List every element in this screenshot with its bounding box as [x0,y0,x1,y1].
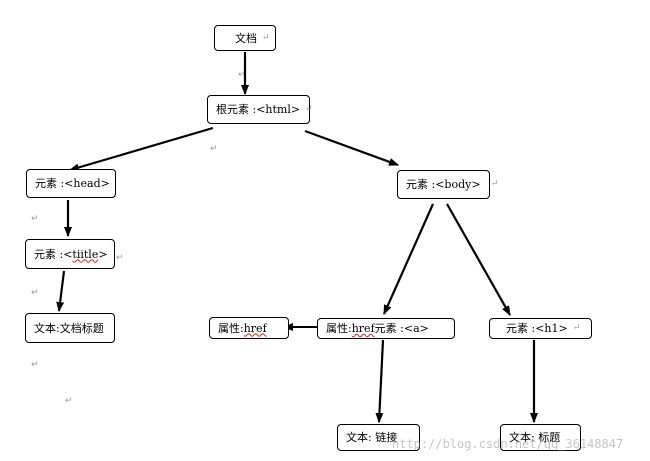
node-attr-href: 属性: href [209,317,289,339]
node-document-title-text: 文本:文档标题 [25,313,115,343]
node-heading-text-label: 文本: 标题 [509,431,561,444]
node-body-label: 元素 :<body> [406,178,481,191]
paragraph-mark: ↵ [305,104,313,114]
paragraph-mark: ↵ [572,323,581,333]
node-title-tag: tiitle [72,247,99,261]
node-attr-href-name: href [243,321,267,335]
node-title-suffix: > [98,247,108,261]
edge-body-h1 [446,203,511,316]
paragraph-mark: ↵ [31,360,39,370]
paragraph-mark: ↵ [262,32,270,43]
paragraph-mark: ↵ [238,70,246,80]
edge-root-body [304,129,399,167]
node-html-root-label: 根元素 :<html> [216,103,301,116]
paragraph-mark: ↵ [210,144,218,154]
node-document: 文档 ↵ [214,25,276,51]
node-head: 元素 :<head> [26,169,116,198]
node-title-prefix: 元素 :< [34,247,73,261]
paragraph-mark: ↵ [490,179,499,189]
node-attr-href-prefix: 属性: [218,321,244,335]
edge-root-head [69,126,214,172]
paragraph-mark: ↵ [116,253,124,263]
paragraph-mark: ↵ [31,214,39,224]
paragraph-mark: ↵ [31,288,39,298]
node-head-label: 元素 :<head> [35,177,110,190]
node-a-attr-name: href [351,322,375,335]
node-h1: 元素 :<h1> ↵ [489,318,592,339]
paragraph-mark: ↵ [65,396,73,406]
node-heading-text: 文本: 标题 [500,424,581,451]
edge-a-linktext [375,339,385,423]
node-link-text: 文本: 链接 [337,424,420,451]
edge-title-text [56,270,66,312]
node-body: 元素 :<body> ↵ [397,170,498,199]
node-h1-label: 元素 :<h1> [506,322,568,335]
node-link-text-label: 文本: 链接 [346,431,398,444]
edge-body-a [382,203,435,315]
node-a-prefix: 属性: [326,322,352,335]
node-html-root: 根元素 :<html> ↵ [207,95,313,124]
node-document-label: 文档 [235,31,257,45]
node-title: 元素 :<tiitle> [25,239,115,269]
node-a-with-attr: 属性: href 元素 :<a> [317,318,455,339]
watermark: http://blog.csdn.net/qq_36148847 [392,437,624,451]
node-a-suffix: 元素 :<a> [374,322,429,335]
node-document-title-text-label: 文本:文档标题 [34,321,104,335]
